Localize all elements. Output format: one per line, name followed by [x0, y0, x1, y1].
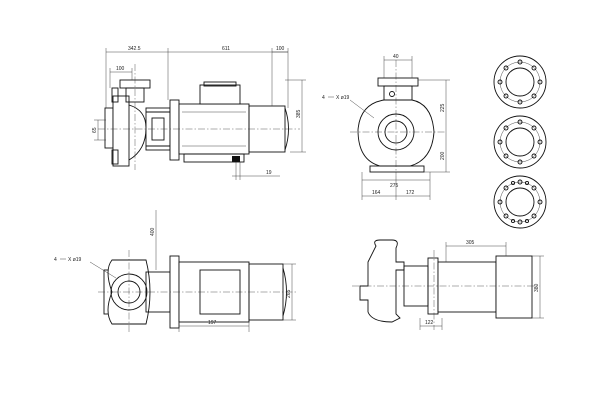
hole-count-front: 4: [322, 95, 325, 101]
bolt-hole: [510, 180, 516, 186]
motor-foot-bolt: [232, 156, 240, 162]
volute-outline: [128, 104, 147, 161]
motor-flange: [169, 99, 180, 161]
terminal-box-lid: [203, 81, 237, 87]
bolt-hole: [531, 65, 537, 71]
bolt-hole: [517, 179, 523, 185]
rear-casing-outline: [359, 239, 405, 323]
bolt-hole: [517, 99, 523, 105]
dim-305: 305: [466, 240, 475, 246]
dim-380: 380: [534, 283, 540, 292]
flange-outer: [493, 115, 547, 169]
bolt-hole: [524, 218, 530, 224]
dim-19: 19: [266, 170, 272, 176]
bolt-hole: [517, 159, 523, 165]
bolt-hole: [510, 218, 516, 224]
flange-outer: [493, 175, 547, 229]
bolt-hole: [517, 119, 523, 125]
dim-40: 40: [393, 54, 399, 60]
bolt-hole: [503, 125, 509, 131]
dim-65: 65: [92, 127, 98, 133]
hole-spec-front: X ø19: [336, 95, 350, 101]
bolt-hole: [503, 93, 509, 99]
front-view: 40 4 X ø19 225 200 275 164 172: [322, 54, 450, 200]
hole-leader: [89, 261, 117, 279]
dim-342-5: 342.5: [128, 46, 141, 52]
bolt-hole: [531, 185, 537, 191]
pump-foot: [111, 87, 119, 103]
flange-outer: [493, 55, 547, 109]
flange-detail-2: [493, 115, 547, 169]
side-view: 342.5 611 100 100 385 65 19: [92, 46, 306, 180]
rear-motor-cap: [495, 255, 533, 319]
dim-197: 197: [208, 320, 217, 326]
bolt-hole: [497, 79, 503, 85]
bolt-hole: [497, 199, 503, 205]
flange-bore: [505, 67, 535, 97]
flange-bore: [505, 187, 535, 217]
bolt-hole: [537, 199, 543, 205]
dim-100-inner: 100: [116, 66, 125, 72]
discharge-neck-front: [383, 85, 413, 101]
bolt-circle: [499, 181, 541, 223]
terminal-box: [199, 84, 241, 105]
plan-view: 400 4 X ø19 265 197: [54, 210, 296, 334]
bolt-hole: [531, 213, 537, 219]
bolt-hole: [531, 125, 537, 131]
bolt-hole: [503, 185, 509, 191]
bolt-hole: [503, 213, 509, 219]
hole-count-plan: 4: [54, 257, 57, 263]
dim-164: 164: [372, 190, 381, 196]
dim-385: 385: [296, 109, 302, 118]
bolt-hole: [517, 59, 523, 65]
dim-275: 275: [390, 183, 399, 189]
bolt-circle: [499, 121, 541, 163]
front-foot: [369, 165, 425, 173]
vent-plug: [389, 91, 395, 97]
dim-611: 611: [222, 46, 230, 52]
rear-motor-body: [437, 261, 497, 313]
hole-spec-plan: X ø19: [68, 257, 82, 263]
bolt-hole: [503, 65, 509, 71]
dim-265: 265: [286, 289, 292, 298]
bolt-hole: [531, 93, 537, 99]
bolt-hole: [537, 139, 543, 145]
flange-details: [493, 55, 547, 229]
dim-200: 200: [440, 151, 446, 160]
flange-detail-3: [493, 175, 547, 229]
motor-foot: [183, 153, 245, 163]
flange-bore: [505, 127, 535, 157]
flange-detail-1: [493, 55, 547, 109]
dim-122: 122: [425, 320, 434, 326]
pump-foot-lower: [111, 149, 119, 165]
discharge-flange-front: [377, 77, 419, 87]
dim-400: 400: [150, 227, 156, 236]
dim-100-top: 100: [276, 46, 285, 52]
bolt-circle: [499, 61, 541, 103]
rear-view: 305 380 122: [352, 239, 544, 330]
dim-172: 172: [406, 190, 415, 196]
bolt-hole: [497, 139, 503, 145]
suction-flange: [104, 107, 114, 149]
dim-225: 225: [440, 103, 446, 112]
pump-casing: [112, 95, 130, 167]
bolt-hole: [517, 219, 523, 225]
bolt-hole: [524, 180, 530, 186]
bolt-hole: [503, 153, 509, 159]
hole-leader: [349, 99, 375, 119]
bolt-hole: [537, 79, 543, 85]
bolt-hole: [531, 153, 537, 159]
